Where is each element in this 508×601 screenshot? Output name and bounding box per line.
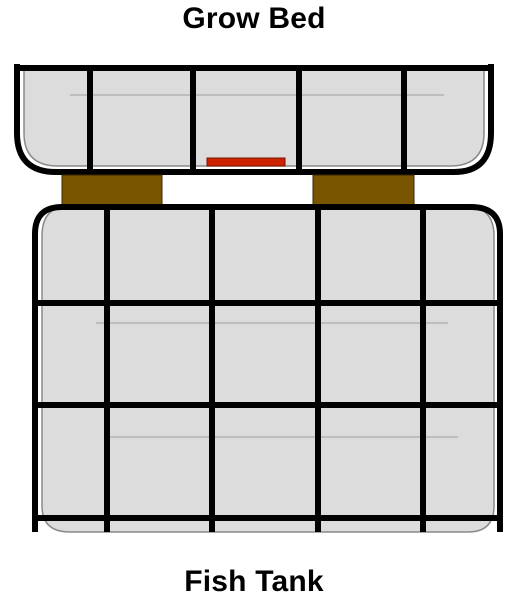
support-block-left: [62, 175, 162, 206]
drain-outlet: [207, 158, 285, 166]
grow-bed: [17, 64, 491, 172]
support-block-right: [313, 175, 414, 206]
fish-tank: [35, 206, 500, 532]
fish-tank-label: Fish Tank: [0, 565, 508, 599]
support-blocks: [62, 175, 414, 206]
